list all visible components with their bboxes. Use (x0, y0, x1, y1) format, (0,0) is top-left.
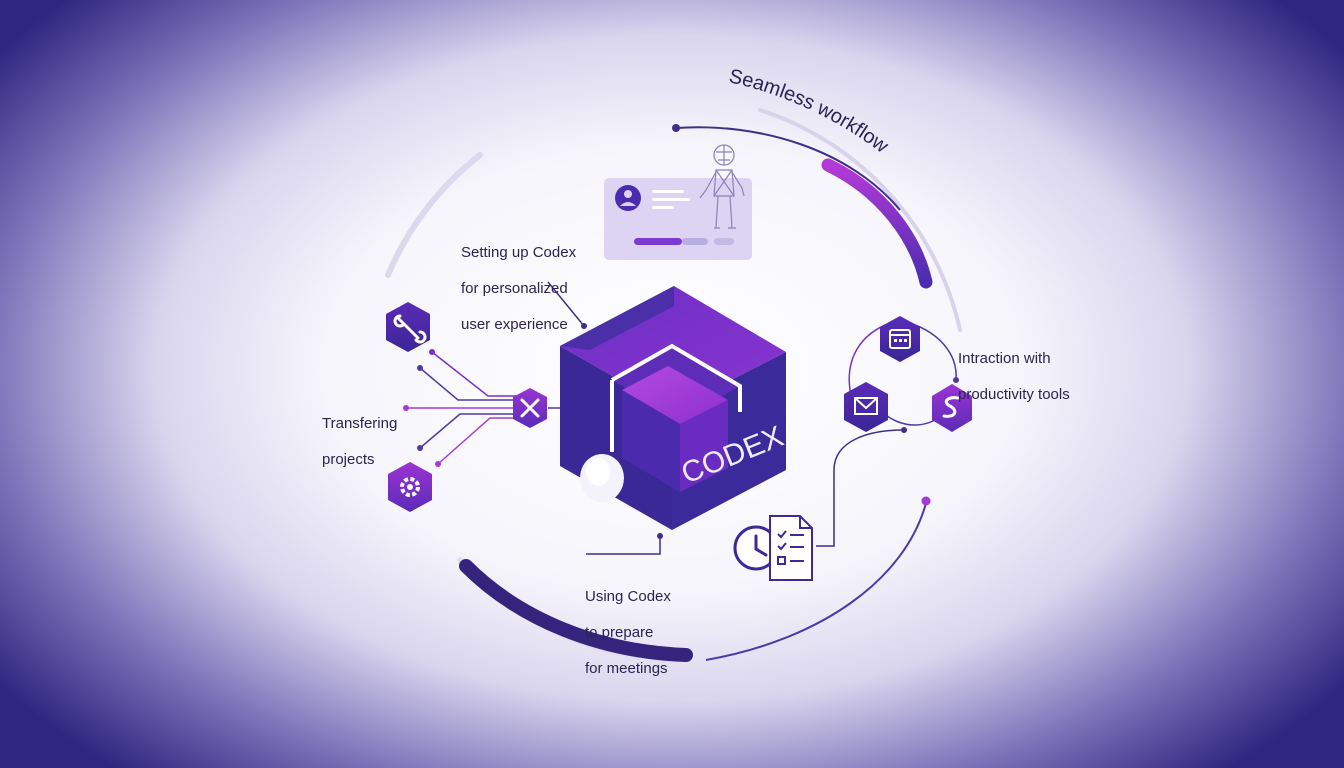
interaction-label: Intraction with productivity tools (958, 350, 1070, 403)
meetings-label: Using Codex to prepare for meetings (585, 588, 671, 677)
top-arc-dot (672, 124, 680, 132)
arc-title: Seamless workflow (727, 65, 893, 157)
wrench-icon (386, 302, 430, 352)
gear-icon (388, 462, 432, 512)
top-arc-line (675, 126, 901, 211)
wireframe-figure-icon (699, 144, 745, 229)
codex-cube: CODEX (560, 286, 788, 530)
transfer-label: Transfering projects (322, 415, 398, 468)
mail-icon (844, 382, 888, 432)
bottom-arc (459, 559, 693, 662)
slack-icon (932, 384, 972, 432)
tools-icon (513, 388, 547, 428)
left-circuit (403, 349, 560, 467)
checklist-icon (769, 515, 813, 581)
bottom-right-arc (705, 502, 927, 661)
setup-label: Setting up Codex for personalized user e… (461, 244, 577, 333)
seamless-workflow-arc (821, 158, 933, 289)
calendar-icon (880, 316, 920, 362)
profile-card (604, 178, 752, 260)
meetings-connector (586, 536, 661, 555)
setup-connector (547, 281, 585, 327)
bottom-right-dot (921, 496, 931, 506)
